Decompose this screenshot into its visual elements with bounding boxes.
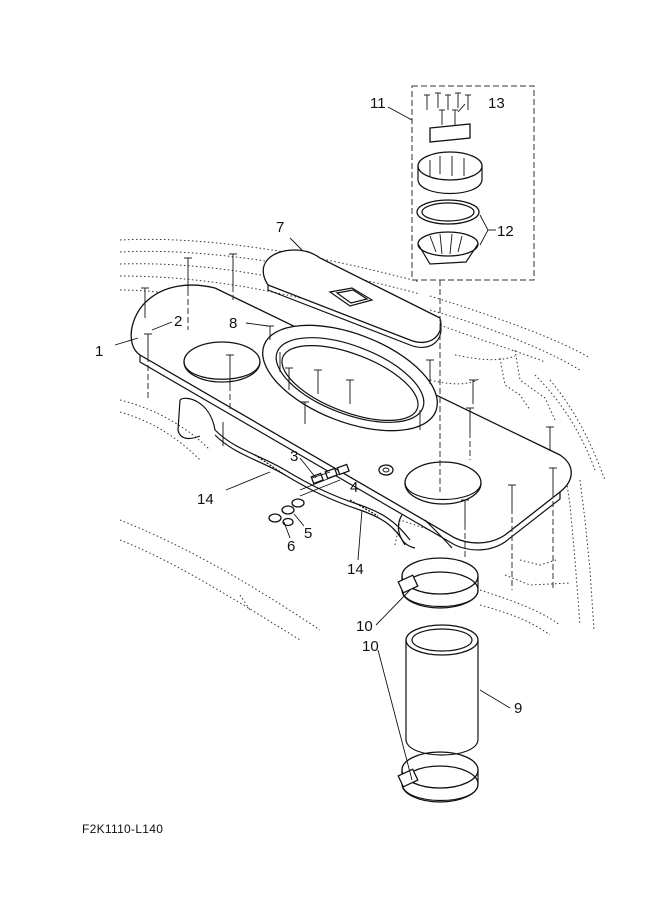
hose-clamps	[397, 557, 479, 803]
callout-9: 9	[514, 700, 522, 717]
callout-10-top: 10	[356, 618, 373, 635]
callout-labels: 1 2 3 4 5 6 7 8 9 10 10 11 12 13 14 14	[95, 95, 522, 717]
callout-8: 8	[229, 315, 237, 332]
callout-13: 13	[488, 95, 505, 112]
vent-assembly-box	[411, 85, 535, 281]
callout-7: 7	[276, 219, 284, 236]
callout-1: 1	[95, 343, 103, 360]
callout-3: 3	[290, 448, 298, 465]
callout-11: 11	[370, 95, 386, 112]
callout-6: 6	[287, 538, 295, 555]
diagram-code: F2K1110-L140	[82, 822, 164, 836]
callout-2: 2	[174, 313, 182, 330]
duct-hose	[405, 624, 479, 756]
callout-14-bottom: 14	[347, 561, 364, 578]
hatch-cover	[262, 249, 442, 348]
callout-14-left: 14	[197, 491, 214, 508]
screws	[141, 253, 557, 590]
callout-5: 5	[304, 525, 312, 542]
callout-10-bottom: 10	[362, 638, 379, 655]
hull-outline	[119, 238, 606, 641]
callout-4: 4	[350, 479, 358, 496]
leader-lines	[114, 103, 511, 781]
callout-12: 12	[497, 223, 514, 240]
deck-plate	[130, 284, 572, 551]
